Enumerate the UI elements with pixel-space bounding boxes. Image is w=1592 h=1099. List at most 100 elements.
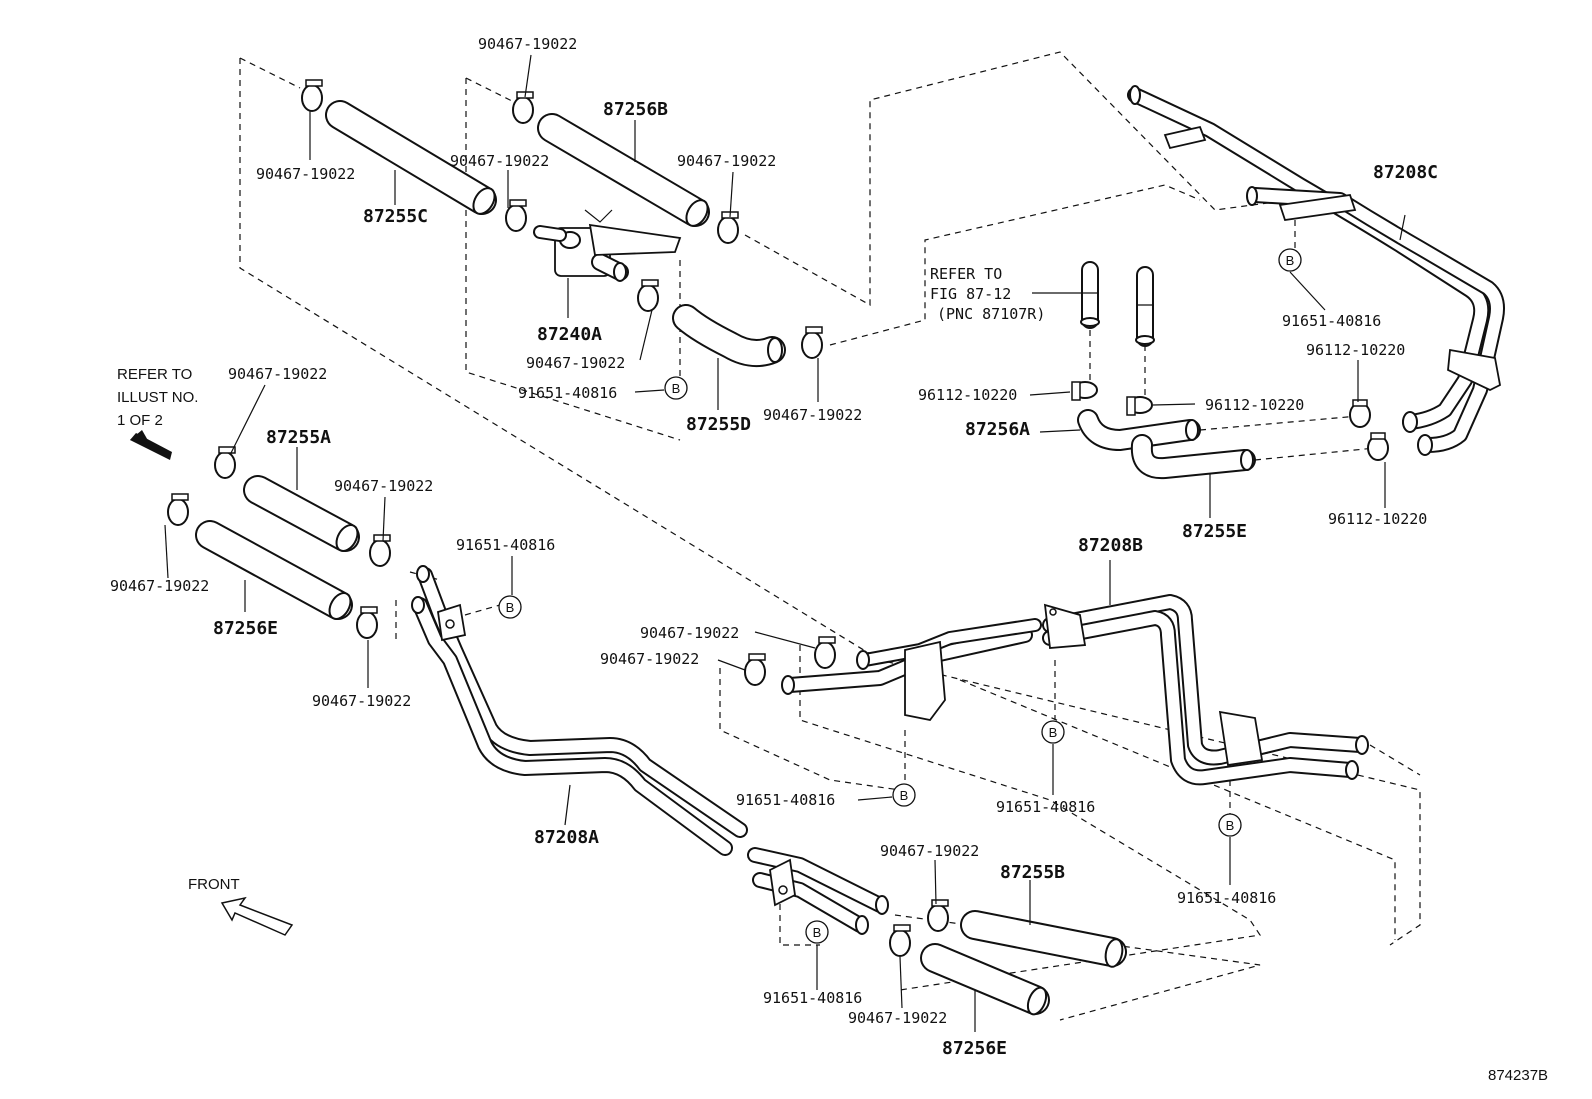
clip-1 [1071,381,1098,401]
clamp-6 [801,326,823,359]
label-clamp: 90467-19022 [880,842,979,860]
label-bolt: 91651-40816 [518,384,617,402]
clamp-14 [889,924,911,957]
hose-87255B [960,910,1127,968]
label-87255B: 87255B [1000,862,1065,883]
label-clamp: 90467-19022 [334,477,433,495]
hose-87255D [672,304,786,368]
pipe-87208A [411,565,748,856]
label-clamp: 90467-19022 [848,1009,947,1027]
label-clip: 96112-10220 [1205,396,1304,414]
label-clip: 96112-10220 [918,386,1017,404]
bolt-symbol-1: B [1278,248,1302,272]
label-bolt: 91651-40816 [456,536,555,554]
label-clamp: 90467-19022 [256,165,355,183]
label-clamp: 90467-19022 [228,365,327,383]
front-label: FRONT [188,876,240,893]
label-87208B: 87208B [1078,535,1143,556]
label-87256B: 87256B [603,99,668,120]
pipe-lower-connector [747,847,889,935]
label-clamp: 90467-19022 [450,152,549,170]
bolt-symbols: B B B B B B B [498,248,1302,944]
refer-fig-line1: REFER TO [930,265,1002,283]
label-87255A: 87255A [266,427,331,448]
label-87255E: 87255E [1182,521,1247,542]
label-clamp: 90467-19022 [110,577,209,595]
refer-illust-line1: REFER TO [117,366,192,383]
pipe-87208B [781,594,1369,786]
svg-text:B: B [672,381,681,396]
hose-87255E [1130,434,1256,480]
svg-text:B: B [1049,725,1058,740]
label-87208A: 87208A [534,827,599,848]
dashed-outline-lower [719,645,1421,1021]
refer-arrow [130,430,172,460]
label-clamp: 90467-19022 [312,692,411,710]
label-87255D: 87255D [686,414,751,435]
svg-text:B: B [900,788,909,803]
label-clamp: 90467-19022 [526,354,625,372]
clamp-10 [356,606,378,639]
label-bolt: 91651-40816 [996,798,1095,816]
hose-87256B [537,113,710,227]
label-clamp: 90467-19022 [640,624,739,642]
bolt-symbol-6: B [1218,813,1242,837]
clip-3 [1349,399,1371,428]
bolt-symbol-5: B [1041,720,1065,744]
label-87240A: 87240A [537,324,602,345]
label-87208C: 87208C [1373,162,1438,183]
hose-87256A [1077,409,1201,451]
refer-fig-line2: FIG 87-12 [930,285,1011,303]
bolt-symbol-4: B [892,783,916,807]
clamp-4 [717,211,739,244]
label-bolt: 91651-40816 [736,791,835,809]
clamp-3 [505,199,527,232]
clamp-11 [814,636,836,669]
clip-2 [1126,396,1153,416]
bolt-symbol-2: B [664,376,688,400]
label-87256A: 87256A [965,419,1030,440]
leader-lines [164,54,1406,1032]
refer-illust-line3: 1 OF 2 [117,412,163,429]
front-arrow-icon [220,896,294,936]
clamp-2 [512,91,534,124]
clamps [167,79,1389,957]
clip-4 [1367,432,1389,461]
label-bolt: 91651-40816 [1177,889,1276,907]
external-pipes [1080,261,1155,347]
clamp-1 [301,79,323,112]
svg-text:B: B [1286,253,1295,268]
refer-illust-line2: ILLUST NO. [117,389,198,406]
clamp-9 [369,534,391,567]
dashed-outline-upper-left [239,57,1421,946]
label-87256E: 87256E [942,1038,1007,1059]
pipe-87208C [1127,85,1505,456]
label-clamp: 90467-19022 [478,35,577,53]
refer-fig-line3: (PNC 87107R) [937,305,1045,323]
svg-text:B: B [813,925,822,940]
hose-87255A [243,475,360,552]
clamp-13 [927,899,949,932]
label-bolt: 91651-40816 [763,989,862,1007]
water-valve-87240A [533,209,682,282]
bolt-symbol-3: B [498,595,522,619]
diagram-id: 874237B [1488,1067,1548,1084]
label-87255C: 87255C [363,206,428,227]
clamp-5 [637,279,659,312]
label-87256E: 87256E [213,618,278,639]
svg-text:B: B [506,600,515,615]
clamp-8 [167,493,189,526]
label-clamp: 90467-19022 [677,152,776,170]
label-clip: 96112-10220 [1306,341,1405,359]
hose-87256E-bottom [920,943,1050,1016]
label-clip: 96112-10220 [1328,510,1427,528]
bolt-symbol-7: B [805,920,829,944]
hose-87256E-left [195,520,353,620]
label-clamp: 90467-19022 [763,406,862,424]
svg-text:B: B [1226,818,1235,833]
label-clamp: 90467-19022 [600,650,699,668]
labels: 90467-19022 90467-19022 87255C 87256B 90… [110,35,1548,1084]
dashed-outline-valve-group [465,51,1291,441]
hose-87255C [325,100,497,215]
